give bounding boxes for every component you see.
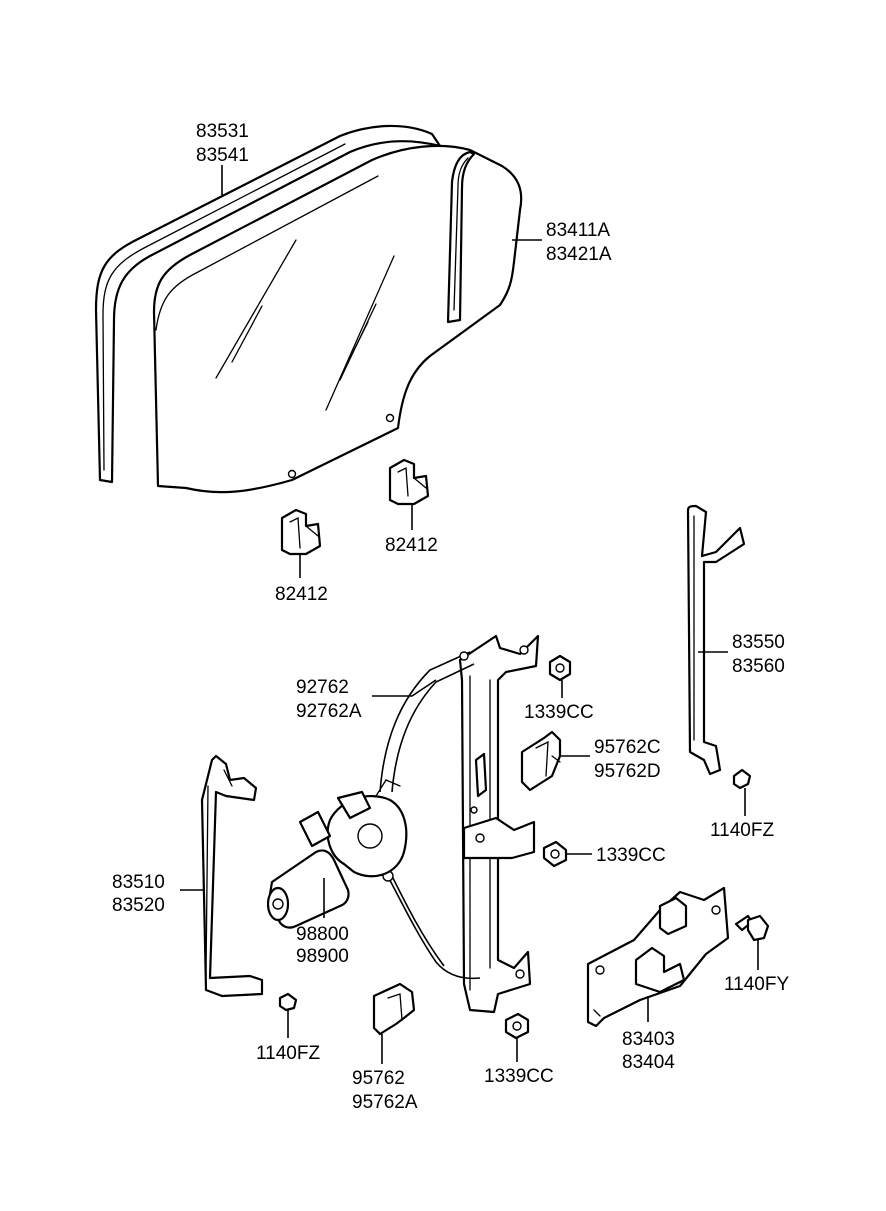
label-bracket-lower-2: 95762A [352,1092,418,1113]
module-plate [586,886,730,1028]
nut-top [548,654,572,682]
label-bracket-upper-2: 95762D [594,761,661,782]
label-bolt-rear: 1140FZ [710,820,774,841]
glass-clip-left [280,508,322,556]
regulator-rail [458,634,540,1014]
label-module-plate-1: 83403 [622,1029,675,1050]
leader-lines [180,165,759,1064]
label-outer-channel-1: 83531 [196,121,249,142]
bracket-upper [520,730,562,792]
nut-bottom [504,1012,530,1040]
label-door-glass-1: 83411A [546,220,610,241]
label-bracket-lower-1: 95762 [352,1068,405,1089]
label-glass-clip-right: 82412 [385,535,438,556]
label-glass-clip-left: 82412 [275,584,328,605]
glass-clip-right [388,458,430,506]
regulator-cable [379,651,481,980]
rear-channel [686,504,746,776]
regulator-motor [266,779,408,929]
label-outer-channel-2: 83541 [196,145,249,166]
front-channel [200,754,264,998]
label-regulator-cable-2: 92762A [296,701,362,722]
label-bolt-plate: 1140FY [724,974,789,995]
label-nut-middle: 1339CC [596,845,666,866]
bolt-plate [734,914,770,942]
label-bracket-upper-1: 95762C [594,737,661,758]
label-door-glass-2: 83421A [546,244,612,265]
label-regulator-cable-1: 92762 [296,677,349,698]
label-rear-channel-2: 83560 [732,656,785,677]
label-motor-2: 98900 [296,946,349,967]
label-module-plate-2: 83404 [622,1052,675,1073]
bolt-front [278,992,298,1012]
callout-labels: 83531 83541 83411A 83421A 82412 82412 83… [112,121,789,1113]
label-nut-bottom: 1339CC [484,1066,554,1087]
bracket-lower [372,982,416,1036]
glass-run-strip [446,150,476,324]
label-bolt-front: 1140FZ [256,1043,320,1064]
nut-middle [542,840,568,868]
label-rear-channel-1: 83550 [732,632,785,653]
bolt-rear [732,768,752,790]
label-front-channel-2: 83520 [112,895,165,916]
label-front-channel-1: 83510 [112,872,165,893]
label-nut-top: 1339CC [524,702,594,723]
label-motor-1: 98800 [296,924,349,945]
door-glass [152,144,523,494]
